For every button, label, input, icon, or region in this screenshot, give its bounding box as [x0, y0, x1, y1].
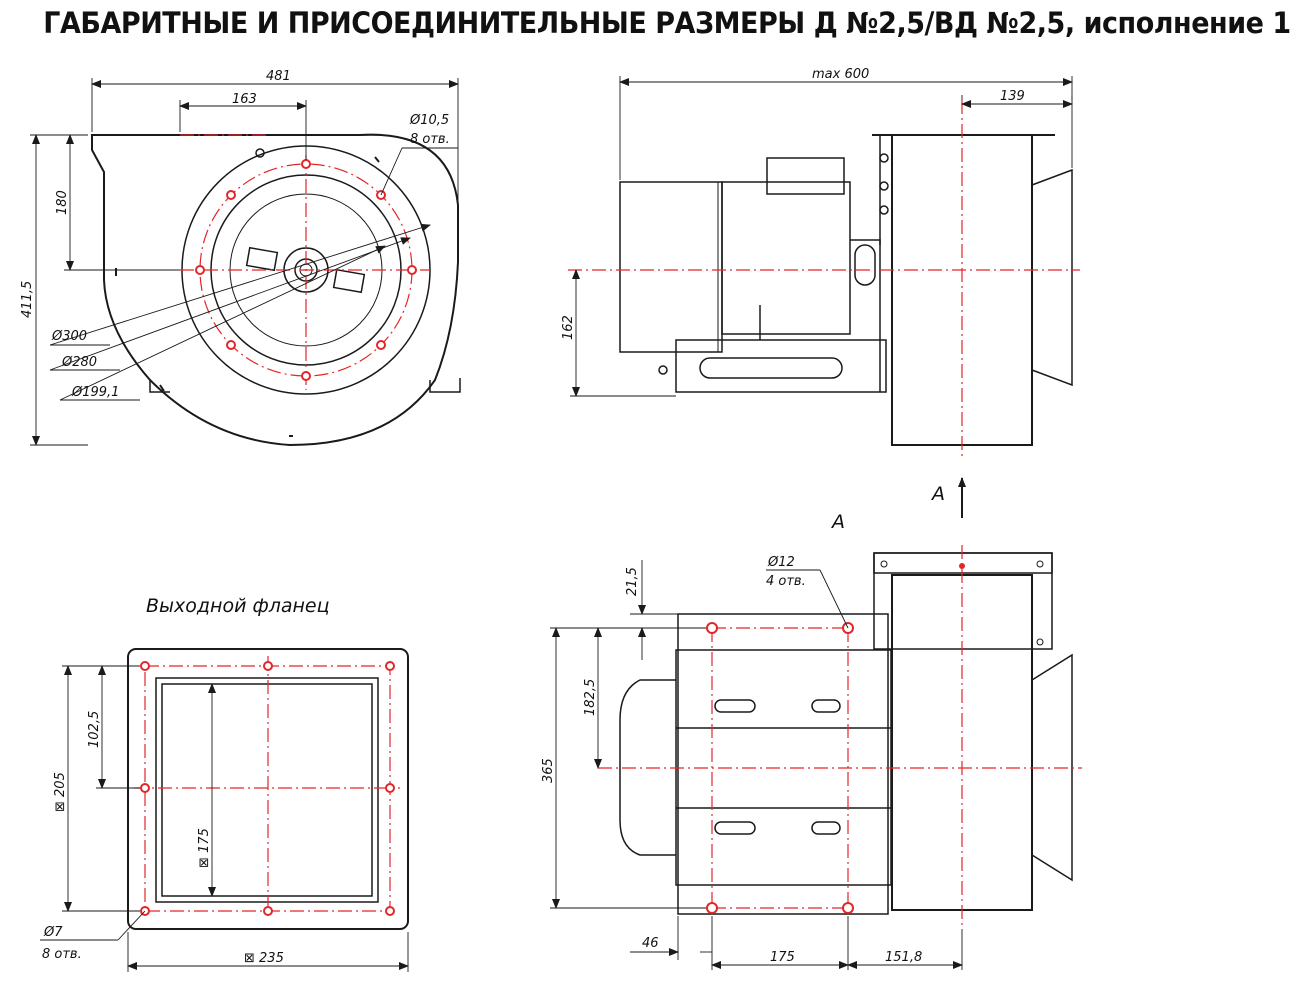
- view-a-dim-365: 365: [541, 758, 556, 783]
- view-a-holes-count: 4 отв.: [766, 574, 806, 589]
- side-dim-139: 139: [1000, 89, 1025, 104]
- flange-holes: [140, 661, 395, 916]
- side-dim-162: 162: [561, 315, 576, 340]
- technical-drawing: 481 163 411,5 180 Ø300 Ø280 Ø199,1 Ø10,5…: [20, 67, 1082, 972]
- front-dim-axis: 180: [55, 190, 70, 215]
- flange-dim-235: ⊠ 235: [244, 951, 284, 966]
- flange-caption: Выходной фланец: [146, 595, 330, 617]
- front-dia-300: Ø300: [51, 329, 87, 344]
- view-a-dim-175: 175: [770, 950, 795, 965]
- view-a-dim-46: 46: [642, 936, 659, 951]
- flange-holes-count: 8 отв.: [42, 947, 82, 962]
- front-view: 481 163 411,5 180 Ø300 Ø280 Ø199,1 Ø10,5…: [20, 69, 461, 447]
- flange-holes-dia: Ø7: [43, 925, 63, 940]
- front-holes-count: 8 отв.: [410, 132, 450, 147]
- view-a-dim-182-5: 182,5: [583, 679, 598, 716]
- flange-dim-205: ⊠ 205: [53, 772, 68, 812]
- side-view-arrow-label: A: [930, 483, 945, 505]
- front-dim-outlet-offset: 163: [232, 92, 257, 107]
- front-dim-width: 481: [266, 69, 291, 84]
- front-dia-280: Ø280: [61, 355, 97, 370]
- flange-dim-175: ⊠ 175: [197, 828, 212, 868]
- outlet-flange-view: Выходной фланец 102,5 ⊠ 205: [40, 595, 409, 972]
- side-dim-max: max 600: [812, 67, 869, 82]
- drawing-title: ГАБАРИТНЫЕ И ПРИСОЕДИНИТЕЛЬНЫЕ РАЗМЕРЫ Д…: [43, 6, 1291, 40]
- view-a-mounting-holes: [706, 560, 1044, 914]
- view-a-dim-21-5: 21,5: [625, 567, 640, 596]
- view-a-dim-151-8: 151,8: [885, 950, 922, 965]
- view-a-label: A: [830, 511, 845, 533]
- flange-dim-102-5: 102,5: [87, 711, 102, 748]
- view-a-holes-dia: Ø12: [767, 555, 795, 570]
- front-dim-height: 411,5: [20, 281, 35, 318]
- front-holes-dia: Ø10,5: [409, 113, 449, 128]
- view-a: A: [541, 511, 1082, 970]
- side-view: max 600 139 162 A: [561, 67, 1080, 518]
- front-dia-199: Ø199,1: [71, 385, 119, 400]
